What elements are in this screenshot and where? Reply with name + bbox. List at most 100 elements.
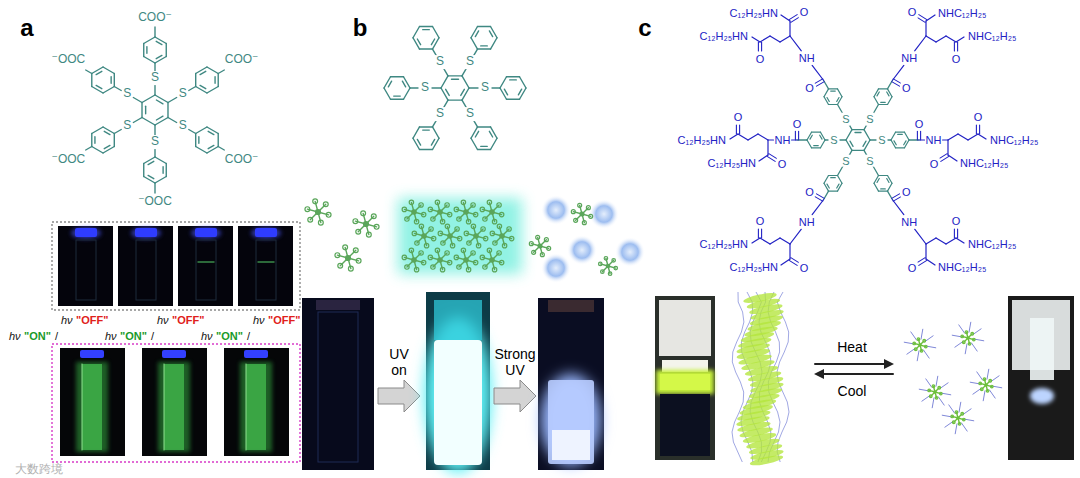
amide-nh: NH: [774, 134, 792, 147]
on-state: "ON": [215, 330, 244, 343]
dodecyl-amide: NHC₁₂H₂₅: [967, 238, 1017, 251]
gel-glow: [656, 370, 714, 394]
bond-line: [969, 322, 971, 332]
molecule-icon: [308, 217, 313, 222]
bond-line: [155, 37, 166, 44]
bond-line: [904, 141, 906, 145]
bond-line: [133, 98, 142, 103]
bond-line: [926, 379, 932, 387]
bond-line: [104, 131, 110, 134]
oxygen-atom: O: [951, 53, 962, 66]
molecule-icon: [471, 251, 475, 255]
bond-line: [846, 140, 852, 150]
bond-line: [475, 31, 478, 37]
bond-layer: [86, 15, 986, 266]
bond-line: [167, 103, 168, 118]
bond-line: [827, 184, 829, 188]
bond-line: [394, 95, 401, 96]
bond-line: [478, 126, 491, 127]
bond-line: [423, 29, 430, 30]
molecule-icon: [473, 233, 479, 239]
bond-line: [821, 140, 826, 148]
molecule-icon: [578, 203, 582, 207]
bond-line: [148, 161, 154, 164]
photo-part: [82, 364, 102, 450]
molecule-icon: [536, 235, 540, 239]
bond-line: [879, 175, 888, 176]
bond-line: [941, 156, 949, 161]
molecule-icon: [419, 251, 423, 255]
bond-line: [936, 36, 946, 42]
bond-line: [200, 71, 206, 74]
bond-line: [469, 87, 478, 88]
molecule-icon: [411, 257, 417, 263]
bond-line: [946, 238, 956, 244]
photo-part: [224, 348, 289, 456]
sulfur-atom: S: [865, 154, 874, 167]
bond-line: [441, 76, 448, 88]
bond-line: [977, 372, 983, 380]
bond-line: [954, 42, 955, 51]
bond-line: [103, 67, 114, 74]
molecule-icon: [315, 209, 321, 215]
bond-line: [156, 55, 162, 58]
bond-line: [874, 97, 879, 105]
bond-line: [831, 177, 836, 178]
bond-line: [471, 138, 478, 149]
molecule-icon: [313, 199, 318, 204]
bond-line: [207, 127, 218, 134]
molecule-icon: [986, 389, 989, 392]
bond-line: [154, 27, 155, 37]
bond-line: [507, 76, 520, 77]
bond-line: [481, 45, 488, 46]
bond-line: [520, 88, 527, 99]
bond-line: [790, 36, 801, 51]
molecule-icon: [529, 242, 533, 246]
molecule-icon: [457, 265, 461, 269]
molecule-icon: [487, 248, 491, 252]
molecule-icon: [466, 267, 470, 271]
bond-line: [96, 71, 102, 74]
bond-line: [739, 125, 740, 134]
bond-line: [200, 85, 206, 88]
emission-glow: [76, 362, 108, 452]
oxygen-atom: O: [901, 82, 912, 95]
molecule-icon: [480, 255, 484, 259]
bond-line: [752, 37, 760, 42]
oxygen-atom: O: [755, 215, 766, 228]
bond-line: [86, 147, 92, 151]
bond-line: [979, 125, 980, 134]
bond-line: [500, 77, 507, 88]
bond-line: [837, 184, 839, 188]
bond-line: [391, 99, 404, 100]
bond-line: [956, 238, 964, 243]
bond-line: [82, 364, 83, 450]
bond-line: [154, 183, 155, 193]
bond-line: [114, 87, 121, 91]
bond-line: [864, 140, 870, 150]
molecule-icon: [428, 207, 432, 211]
bond-line: [863, 141, 866, 146]
bond-line: [759, 155, 768, 161]
light-symbol: hν: [200, 330, 214, 343]
molecule-icon: [990, 385, 993, 388]
bond-line: [431, 39, 434, 45]
dodecyl-amide: NHC₁₂H₂₅: [967, 30, 1017, 43]
molecule-icon: [473, 260, 477, 264]
bond-line: [881, 188, 886, 189]
bond-line: [155, 118, 168, 126]
blue-halo: [567, 235, 597, 265]
bond-line: [812, 132, 821, 133]
molecule-icon: [409, 248, 413, 252]
bond-line: [948, 134, 958, 140]
bond-line: [894, 141, 896, 145]
bond-line: [888, 176, 893, 184]
bond-line: [504, 89, 507, 95]
molecule-icon: [447, 260, 451, 264]
photo-part: [548, 300, 594, 312]
bond-line: [218, 74, 219, 87]
bond-line: [154, 149, 155, 157]
photo-part: [118, 226, 173, 306]
bond-line: [462, 68, 467, 76]
